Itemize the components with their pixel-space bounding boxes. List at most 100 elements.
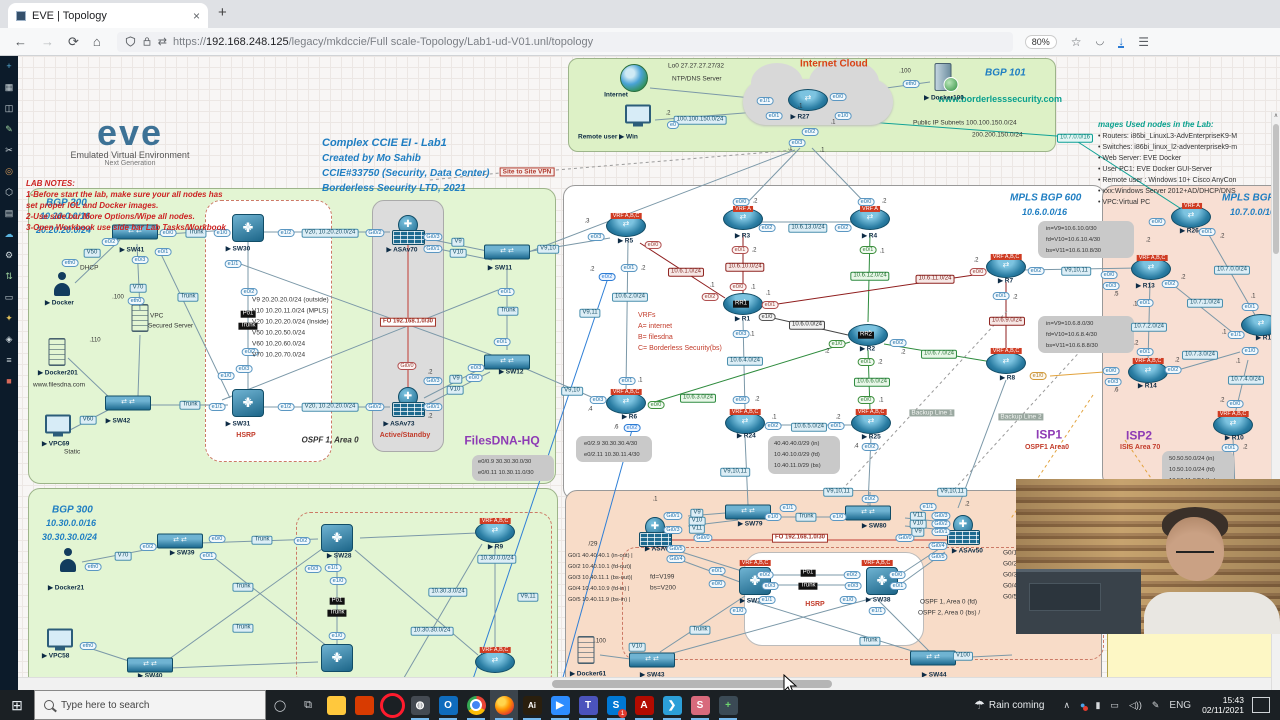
- forward-icon[interactable]: →: [41, 34, 54, 49]
- fw-icon[interactable]: [946, 515, 980, 545]
- taskbar-app-snagit[interactable]: S: [686, 690, 714, 720]
- router-icon[interactable]: [1128, 361, 1168, 383]
- router-icon[interactable]: [986, 352, 1026, 374]
- router-icon[interactable]: [606, 392, 646, 414]
- person-icon[interactable]: [59, 548, 77, 572]
- cut-icon[interactable]: ✂: [5, 145, 13, 155]
- lock-icon[interactable]: [142, 36, 152, 47]
- router-icon[interactable]: [788, 89, 828, 111]
- scroll-up-icon[interactable]: ∧: [1273, 113, 1279, 119]
- router-icon[interactable]: [475, 521, 515, 543]
- edit-icon[interactable]: ✎: [5, 124, 13, 134]
- taskbar-app-opera[interactable]: [378, 690, 406, 720]
- display-icon[interactable]: ▭: [1110, 699, 1119, 710]
- box-icon[interactable]: ▭: [4, 292, 14, 302]
- router-icon[interactable]: [1171, 206, 1211, 228]
- new-tab-button[interactable]: +: [218, 4, 227, 21]
- volume-icon[interactable]: ◁)): [1128, 699, 1142, 710]
- reload-icon[interactable]: ⟳: [68, 33, 79, 49]
- fw-icon[interactable]: [638, 517, 672, 547]
- taskbar-search[interactable]: Type here to search: [34, 690, 266, 720]
- taskbar-app-office[interactable]: [350, 690, 378, 720]
- router-icon[interactable]: [725, 412, 765, 434]
- start-button[interactable]: ⊞: [11, 696, 23, 713]
- switch-icon[interactable]: [484, 244, 530, 260]
- switch-icon[interactable]: [845, 505, 891, 521]
- server-icon[interactable]: [48, 338, 66, 366]
- taskbar-app-teams[interactable]: T: [574, 690, 602, 720]
- router-icon[interactable]: [475, 651, 515, 673]
- taskbar-app-cortana[interactable]: ◯: [273, 699, 287, 712]
- swap-icon[interactable]: ⇅: [5, 271, 13, 281]
- person-icon[interactable]: [53, 272, 71, 296]
- mlswitch-icon[interactable]: [321, 524, 353, 552]
- settings-icon[interactable]: ⚙: [4, 250, 14, 260]
- language-indicator[interactable]: ENG: [1169, 699, 1192, 711]
- menu-icon[interactable]: ☰: [1138, 34, 1150, 49]
- back-icon[interactable]: ←: [14, 34, 27, 49]
- server-icon[interactable]: [131, 304, 149, 332]
- browser-tab[interactable]: EVE | Topology ×: [8, 3, 208, 28]
- pc-icon[interactable]: [625, 104, 651, 127]
- taskbar-app-task-view[interactable]: ⧉: [304, 698, 312, 711]
- taskbar-app-firefox[interactable]: [490, 690, 518, 720]
- diamond-icon[interactable]: ◈: [5, 334, 13, 344]
- router-icon[interactable]: [1241, 314, 1280, 336]
- picture-icon[interactable]: ▤: [4, 208, 14, 218]
- notification-center-icon[interactable]: [1252, 697, 1270, 713]
- microphone-icon[interactable]: ▮: [1095, 699, 1101, 710]
- pen-icon[interactable]: ✎: [1151, 699, 1160, 710]
- switch-icon[interactable]: [157, 533, 203, 549]
- router-icon[interactable]: [1213, 414, 1253, 436]
- stop-icon[interactable]: ■: [6, 376, 12, 386]
- switch-icon[interactable]: [105, 395, 151, 411]
- system-tray[interactable]: ☂ Rain coming ∧ ● ▮ ▭ ◁)) ✎ ENG 15:43 02…: [974, 695, 1280, 715]
- mlswitch-icon[interactable]: [321, 644, 353, 672]
- tray-chevron-icon[interactable]: ∧: [1063, 699, 1071, 710]
- zoom-level-badge[interactable]: 80%: [1024, 34, 1057, 49]
- taskbar-app-outlook[interactable]: O: [434, 690, 462, 720]
- home-icon[interactable]: ⌂: [92, 34, 101, 49]
- url-bar[interactable]: ⇄ https://192.168.248.125/legacy/mkdccie…: [116, 31, 1013, 52]
- tracking-shield-icon[interactable]: [125, 36, 136, 47]
- router-icon[interactable]: [851, 412, 891, 434]
- scrollbar-thumb[interactable]: [552, 680, 832, 688]
- target-icon[interactable]: ◎: [5, 166, 13, 176]
- router-icon[interactable]: [1131, 258, 1171, 280]
- bookmark-star-icon[interactable]: ☆: [1070, 34, 1082, 49]
- taskbar-clock[interactable]: 15:43 02/11/2021: [1202, 695, 1244, 715]
- taskbar-app-chrome[interactable]: [462, 690, 490, 720]
- taskbar-app-file-explorer[interactable]: [322, 690, 350, 720]
- shape-icon[interactable]: ⬡: [5, 187, 13, 197]
- switch-icon[interactable]: [629, 652, 675, 668]
- weather-text[interactable]: Rain coming: [988, 699, 1045, 711]
- switch-icon[interactable]: [112, 224, 158, 240]
- defender-icon[interactable]: ●: [1080, 700, 1089, 711]
- tab-close-icon[interactable]: ×: [192, 8, 200, 23]
- mlswitch-icon[interactable]: [232, 214, 264, 242]
- taskbar-app-vscode[interactable]: ❯: [658, 690, 686, 720]
- download-icon[interactable]: ↓: [1118, 33, 1125, 48]
- pocket-icon[interactable]: ◡: [1095, 36, 1105, 47]
- server-icon[interactable]: [577, 636, 595, 664]
- list-icon[interactable]: ≡: [6, 355, 12, 365]
- vertical-scrollbar[interactable]: ∧: [1271, 112, 1280, 690]
- taskbar-app-acrobat[interactable]: A: [630, 690, 658, 720]
- fw-icon[interactable]: [391, 215, 425, 245]
- add-node-icon[interactable]: +: [6, 61, 12, 71]
- switch-icon[interactable]: [127, 657, 173, 673]
- taskbar-app-remote-desktop[interactable]: +: [714, 690, 742, 720]
- taskbar-app-zoom[interactable]: ▶: [546, 690, 574, 720]
- pc-icon[interactable]: [47, 628, 73, 651]
- eve-sidebar[interactable]: +▦◫✎✂◎⬡▤☁⚙⇅▭✦◈≡■: [0, 56, 18, 690]
- mlswitch-icon[interactable]: [232, 389, 264, 417]
- topology-canvas[interactable]: eve Emulated Virtual Environment Next Ge…: [0, 56, 1280, 690]
- globe-icon[interactable]: [620, 64, 648, 92]
- star-icon[interactable]: ✦: [5, 313, 13, 323]
- cloud-icon[interactable]: ☁: [4, 229, 14, 239]
- taskbar-app-illustrator[interactable]: Ai: [518, 690, 546, 720]
- pc-icon[interactable]: [45, 414, 71, 437]
- switch-icon[interactable]: [484, 354, 530, 370]
